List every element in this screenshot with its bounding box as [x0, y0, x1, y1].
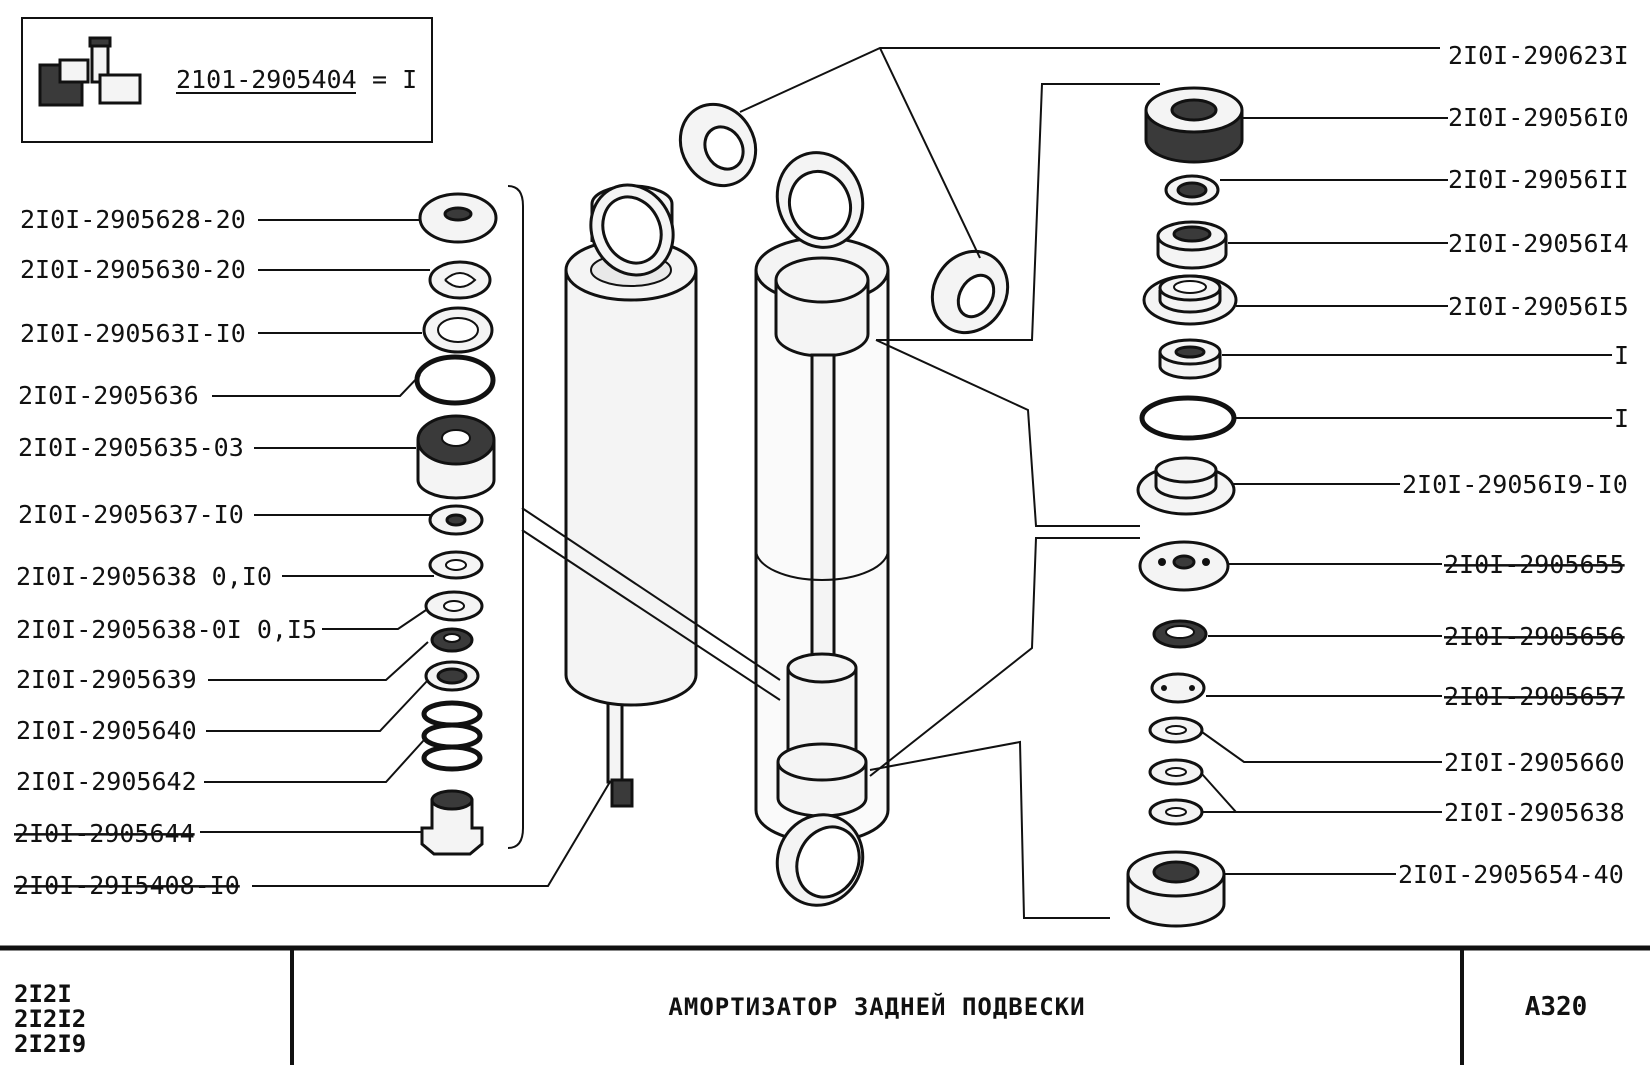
right-label: 2I0I-290623I [1448, 41, 1629, 70]
right-label: 2I0I-29056I5 [1448, 292, 1629, 321]
left-label: 2I0I-2905636 [18, 381, 199, 410]
left-label: 2I0I-2905628-20 [20, 205, 246, 234]
kit-suffix: = I [372, 65, 417, 94]
left-label: 2I0I-2905640 [16, 716, 197, 745]
right-label: 2I0I-29056I4 [1448, 229, 1629, 258]
kit-icon [38, 36, 142, 107]
rubber-bushings [678, 102, 1010, 335]
left-label: 2I0I-2905630-20 [20, 255, 246, 284]
right-label-struck: 2I0I-2905655 [1444, 550, 1625, 579]
left-parts-stack [414, 192, 498, 856]
right-label: 2I0I-29056I0 [1448, 103, 1629, 132]
left-label-column: 2I0I-2905628-20 2I0I-2905630-20 2I0I-290… [14, 205, 317, 900]
title-block: 2I2I 2I2I2 2I2I9 АМОРТИЗАТОР ЗАДНЕЙ ПОДВ… [0, 948, 1650, 1065]
left-label: 2I0I-2905635-03 [18, 433, 244, 462]
left-label: 2I0I-2905639 [16, 665, 197, 694]
assembly-connector-lines [521, 47, 1440, 919]
left-label-struck: 2I0I-2905644 [14, 819, 195, 848]
sheet-code: А320 [1524, 991, 1588, 1022]
right-label: I [1614, 404, 1629, 433]
model-code: 2I2I2 [14, 1005, 87, 1033]
left-label: 2I0I-2905642 [16, 767, 197, 796]
right-label: 2I0I-29056I9-I0 [1402, 470, 1628, 499]
right-label-struck: 2I0I-2905657 [1444, 682, 1625, 711]
model-list: 2I2I 2I2I2 2I2I9 [0, 948, 292, 1065]
left-label: 2I0I-2905638-0I 0,I5 [16, 615, 317, 644]
assembled-shock-absorber [564, 183, 698, 808]
right-label-column: 2I0I-290623I 2I0I-29056I0 2I0I-29056II 2… [1398, 41, 1629, 889]
drawing-title: АМОРТИЗАТОР ЗАДНЕЙ ПОДВЕСКИ [668, 992, 1086, 1021]
kit-part-number: 2101-2905404 [176, 65, 357, 94]
model-code: 2I2I [14, 980, 72, 1008]
right-label: 2I0I-2905660 [1444, 748, 1625, 777]
left-leader-lines [200, 219, 621, 887]
right-label: I [1614, 341, 1629, 370]
model-code: 2I2I9 [14, 1030, 87, 1058]
right-label-struck: 2I0I-2905656 [1444, 622, 1625, 651]
left-label: 2I0I-2905637-I0 [18, 500, 244, 529]
left-label: 2I0I-2905638 0,I0 [16, 562, 272, 591]
left-label-struck: 2I0I-29I5408-I0 [14, 871, 240, 900]
right-label: 2I0I-2905638 [1444, 798, 1625, 827]
left-label: 2I0I-290563I-I0 [20, 319, 246, 348]
cutaway-shock-absorber [754, 151, 890, 907]
kit-box: 2101-2905404 = I [21, 17, 433, 143]
title-block-frame [0, 945, 1650, 1065]
left-bracket [507, 185, 524, 849]
right-parts-stack [1126, 86, 1244, 928]
right-label: 2I0I-29056II [1448, 165, 1629, 194]
right-label: 2I0I-2905654-40 [1398, 860, 1624, 889]
right-leader-lines [1201, 117, 1612, 875]
